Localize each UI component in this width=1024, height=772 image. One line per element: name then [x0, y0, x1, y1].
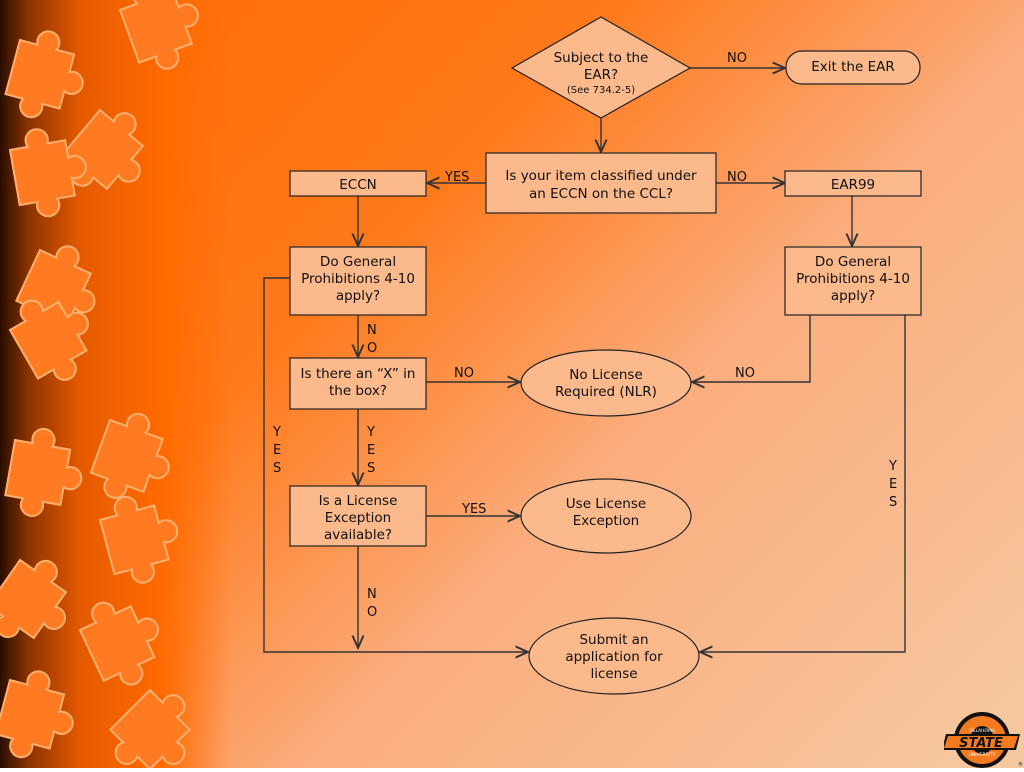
submit-line3: license	[590, 666, 637, 682]
process-classified: Is your item classified under an ECCN on…	[485, 152, 717, 214]
use-exception-line2: Exception	[573, 513, 639, 529]
logo-mark: ®	[1018, 761, 1023, 768]
label-yes-eccn: YES	[444, 170, 469, 185]
nlr-line2: Required (NLR)	[555, 384, 657, 400]
label-yes-xbox-e: E	[367, 443, 375, 458]
gp-right-line1: Do General	[815, 254, 891, 270]
gp-left-line3: apply?	[336, 288, 380, 304]
osu-state-logo: STATE OKLAHOMA UNIVERSITY ®	[944, 712, 1023, 768]
logo-top-text: OKLAHOMA	[969, 728, 996, 734]
submit-line1: Submit an	[579, 632, 648, 648]
label-yes-xbox-s: S	[367, 461, 375, 476]
terminal-nlr: No License Required (NLR)	[520, 349, 692, 417]
label-yes-left-e: E	[273, 443, 281, 458]
decision-subject-ear: Subject to the EAR? (See 734.2-5)	[510, 16, 692, 119]
gp-left-line2: Prohibitions 4-10	[301, 271, 415, 287]
label-no-subject: NO	[727, 51, 747, 66]
label-yes-left-y: Y	[272, 425, 281, 440]
gp-left-line1: Do General	[320, 254, 396, 270]
exception-q-line3: available?	[324, 527, 392, 543]
label-no-ear99: NO	[727, 170, 747, 185]
classified-line2: an ECCN on the CCL?	[529, 186, 673, 202]
connector-gpleft-submit	[263, 277, 528, 652]
terminal-submit: Submit an application for license	[528, 617, 700, 695]
box-x-in-box: Is there an “X” in the box?	[289, 357, 427, 410]
label-yes-left-s: S	[273, 461, 281, 476]
box-eccn: ECCN	[289, 170, 427, 197]
classified-line1: Is your item classified under	[505, 168, 697, 184]
box-exception-question: Is a License Exception available?	[289, 485, 427, 547]
logo-main-text: STATE	[959, 736, 1003, 751]
subject-ear-line1: Subject to the	[554, 50, 649, 66]
box-gp-right: Do General Prohibitions 4-10 apply?	[784, 246, 922, 316]
submit-line2: application for	[565, 649, 663, 665]
gp-right-line3: apply?	[831, 288, 875, 304]
box-ear99: EAR99	[784, 170, 922, 197]
xbox-line2: the box?	[329, 383, 387, 399]
label-yes-right-y: Y	[888, 459, 897, 474]
ear99-label: EAR99	[831, 177, 875, 193]
connector-gpright-nlr	[692, 315, 811, 382]
nlr-line1: No License	[569, 367, 643, 383]
connector-gpright-submit	[700, 315, 906, 652]
label-yes-right-s: S	[889, 495, 897, 510]
terminal-use-exception: Use License Exception	[520, 478, 692, 554]
eccn-label: ECCN	[339, 177, 376, 193]
puzzle-strip	[0, 0, 230, 772]
label-no-exception-o: O	[367, 605, 377, 620]
label-no-exception-n: N	[367, 587, 377, 602]
label-no-xbox: NO	[454, 366, 474, 381]
logo-bottom-text: UNIVERSITY	[969, 752, 996, 758]
label-yes-right-e: E	[889, 477, 897, 492]
exit-ear-label: Exit the EAR	[811, 59, 894, 75]
use-exception-line1: Use License	[566, 496, 646, 512]
exception-q-line2: Exception	[325, 510, 391, 526]
subject-ear-line3: (See 734.2-5)	[567, 85, 635, 96]
label-no-gp-left-o: O	[367, 341, 377, 356]
box-gp-left: Do General Prohibitions 4-10 apply?	[289, 246, 427, 316]
gp-right-line2: Prohibitions 4-10	[796, 271, 910, 287]
exception-q-line1: Is a License	[319, 493, 398, 509]
subject-ear-line2: EAR?	[584, 67, 618, 83]
xbox-line1: Is there an “X” in	[301, 366, 416, 382]
label-no-gp-right: NO	[735, 366, 755, 381]
label-yes-exception: YES	[461, 502, 486, 517]
terminal-exit-ear: Exit the EAR	[785, 50, 921, 85]
label-yes-xbox-y: Y	[366, 425, 375, 440]
label-no-gp-left-n: N	[367, 323, 377, 338]
